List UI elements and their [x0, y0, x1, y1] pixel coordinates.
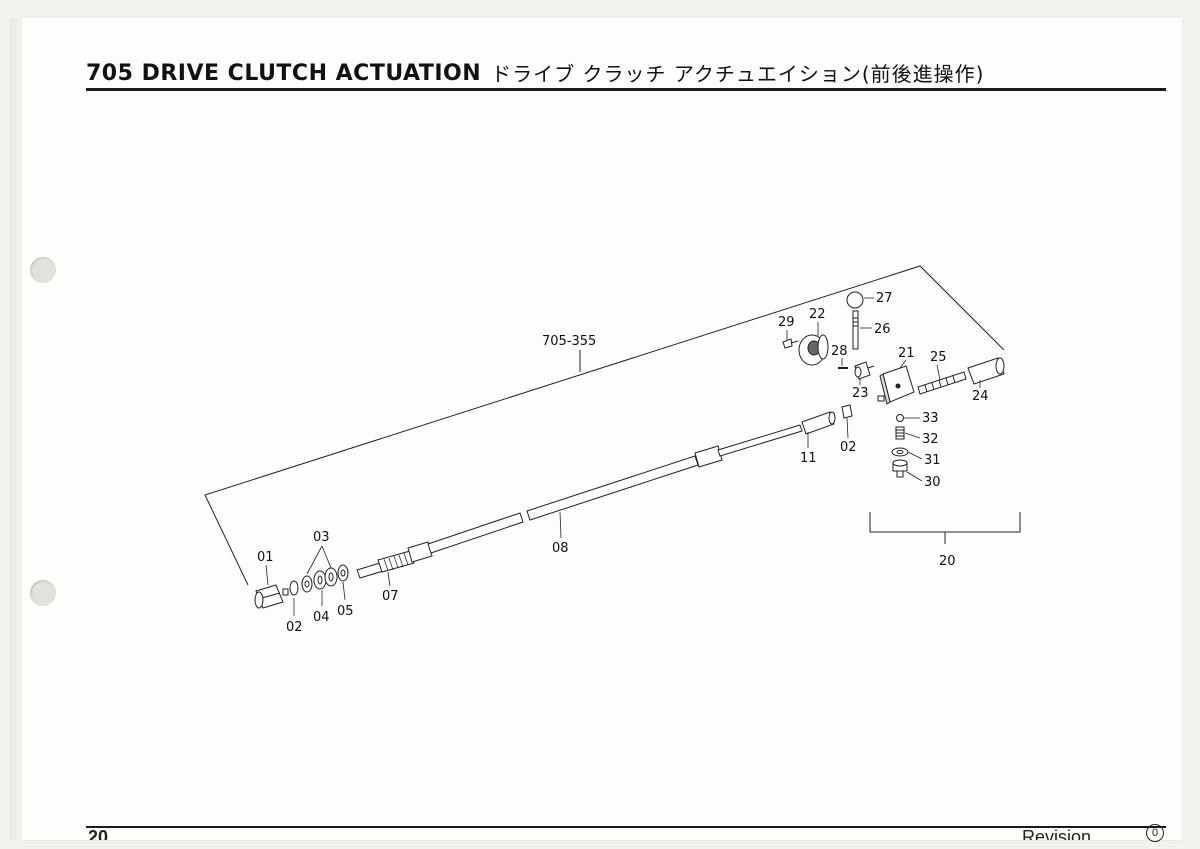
washers-03-set	[301, 564, 349, 593]
rod-26	[852, 310, 859, 350]
callout-33: 33	[922, 411, 939, 426]
callout-30: 30	[924, 475, 941, 490]
callout-07: 07	[382, 589, 399, 604]
callout-02-left: 02	[286, 620, 303, 635]
callout-23: 23	[852, 386, 869, 401]
callout-03: 03	[313, 530, 330, 545]
cable-collar	[694, 445, 723, 468]
subassembly-bracket	[869, 512, 1021, 533]
page-number: 20	[88, 828, 109, 840]
catalog-page	[22, 18, 1182, 840]
clevis-01	[254, 584, 289, 609]
plug-30	[892, 459, 908, 478]
page-title-english: 705 DRIVE CLUTCH ACTUATION	[86, 61, 482, 86]
screw-29	[782, 338, 799, 349]
spring-25	[917, 371, 967, 395]
ball-27	[846, 291, 864, 309]
assembly-bracket	[204, 265, 1005, 586]
housing-21	[877, 365, 915, 405]
cable-sheath-right	[526, 455, 699, 521]
washer-05	[337, 564, 349, 582]
washer-03b	[324, 567, 338, 587]
callout-02-right: 02	[840, 440, 857, 455]
washer-31	[891, 447, 909, 457]
callout-27: 27	[876, 291, 893, 306]
adapter-11	[801, 411, 836, 435]
callout-26: 26	[874, 322, 891, 337]
callout-04: 04	[313, 610, 330, 625]
sleeve-24	[967, 357, 1005, 385]
callout-05: 05	[337, 604, 354, 619]
cable-end-fitting	[356, 562, 384, 579]
cap-22	[798, 334, 829, 366]
footer-divider	[86, 826, 1166, 828]
callout-08: 08	[552, 541, 569, 556]
callout-11: 11	[800, 451, 817, 466]
spring-32	[895, 426, 905, 440]
revision-number: 0	[1146, 824, 1164, 842]
callout-32: 32	[922, 432, 939, 447]
callout-24: 24	[972, 389, 989, 404]
callout-25: 25	[930, 350, 947, 365]
cable-assembly	[356, 424, 803, 579]
label-subassembly: 20	[939, 554, 956, 569]
page-title-japanese: ドライブ クラッチ アクチュエイション(前後進操作)	[491, 62, 985, 86]
page-title: 705 DRIVE CLUTCH ACTUATION ドライブ クラッチ アクチ…	[86, 58, 1166, 91]
washer-03a	[301, 575, 313, 593]
joint-23	[854, 361, 875, 380]
leader-lines	[265, 297, 981, 616]
nut-02-right	[841, 404, 853, 419]
callout-21: 21	[898, 346, 915, 361]
ball-33	[896, 414, 904, 422]
label-assembly: 705-355	[542, 334, 596, 349]
callout-01: 01	[257, 550, 274, 565]
cable-inner-rod	[717, 424, 803, 457]
callout-29: 29	[778, 315, 795, 330]
cable-ferrule	[407, 541, 433, 563]
callout-28: 28	[831, 344, 848, 359]
revision-label: Revision	[1022, 828, 1092, 840]
nut-02-left	[289, 580, 299, 596]
punch-hole-bottom	[30, 580, 56, 606]
callout-31: 31	[924, 453, 941, 468]
callout-22: 22	[809, 307, 826, 322]
washer-04	[313, 570, 327, 590]
page-edge	[10, 18, 22, 840]
cable-sheath-left	[427, 512, 524, 554]
punch-hole-top	[30, 257, 56, 283]
